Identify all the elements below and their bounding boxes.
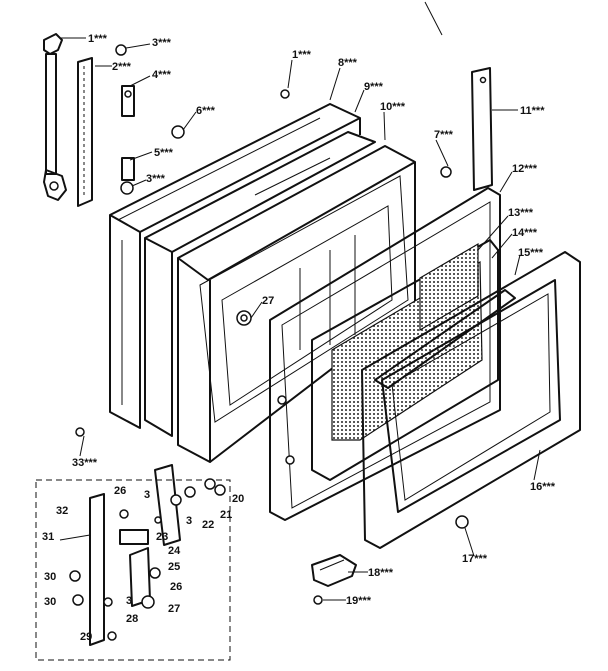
outer-door-panel — [109, 103, 361, 429]
hinge-detail-parts — [59, 464, 226, 646]
label-27-top: 27 — [262, 295, 274, 307]
label-2: 2*** — [112, 61, 132, 73]
glass-frame — [269, 187, 501, 521]
label-11: 11*** — [520, 105, 545, 117]
door-handle — [75, 427, 357, 605]
label-21: 21 — [220, 509, 232, 521]
label-26-bottom: 26 — [170, 581, 182, 593]
label-7: 7*** — [434, 129, 454, 141]
label-20: 20 — [232, 493, 244, 505]
label-23: 23 — [156, 531, 168, 543]
label-6: 6*** — [196, 105, 216, 117]
label-31: 31 — [42, 531, 54, 543]
label-19: 19*** — [346, 595, 372, 607]
label-17: 17*** — [462, 553, 488, 565]
label-29: 29 — [80, 631, 92, 643]
label-22: 22 — [202, 519, 214, 531]
label-26-top: 26 — [114, 485, 126, 497]
label-1-mid: 1*** — [292, 49, 312, 61]
label-10: 10*** — [380, 101, 406, 113]
detail-box — [35, 479, 231, 661]
label-32: 32 — [56, 505, 68, 517]
leader-lines — [60, 37, 541, 601]
label-5: 5*** — [154, 147, 174, 159]
label-33: 33*** — [72, 457, 98, 469]
label-24: 24 — [168, 545, 181, 557]
label-12: 12*** — [512, 163, 538, 175]
label-1-top: 1*** — [88, 33, 108, 45]
label-25: 25 — [168, 561, 180, 573]
scan-mark — [424, 1, 443, 36]
label-3-detail-b: 3 — [186, 515, 192, 527]
label-28: 28 — [126, 613, 138, 625]
part-labels: 1*** 3*** 2*** 4*** 6*** 5*** 3*** 1*** … — [42, 33, 556, 643]
label-30-b: 30 — [44, 596, 56, 608]
label-18: 18*** — [368, 567, 394, 579]
label-14: 14*** — [512, 227, 538, 239]
label-13: 13*** — [508, 207, 534, 219]
label-8: 8*** — [338, 57, 358, 69]
label-27-bottom: 27 — [168, 603, 180, 615]
window-frame — [361, 251, 581, 549]
label-3-top: 3*** — [152, 37, 172, 49]
label-9: 9*** — [364, 81, 384, 93]
label-3-mid: 3*** — [146, 173, 166, 185]
label-3-detail-a: 3 — [144, 489, 150, 501]
hinge-assembly — [43, 33, 185, 207]
mesh-panels — [311, 239, 499, 481]
label-4: 4*** — [152, 69, 172, 81]
label-30-a: 30 — [44, 571, 56, 583]
door-strap — [280, 67, 493, 191]
label-15: 15*** — [518, 247, 544, 259]
label-16: 16*** — [530, 481, 556, 493]
label-3-detail-c: 3 — [126, 595, 132, 607]
